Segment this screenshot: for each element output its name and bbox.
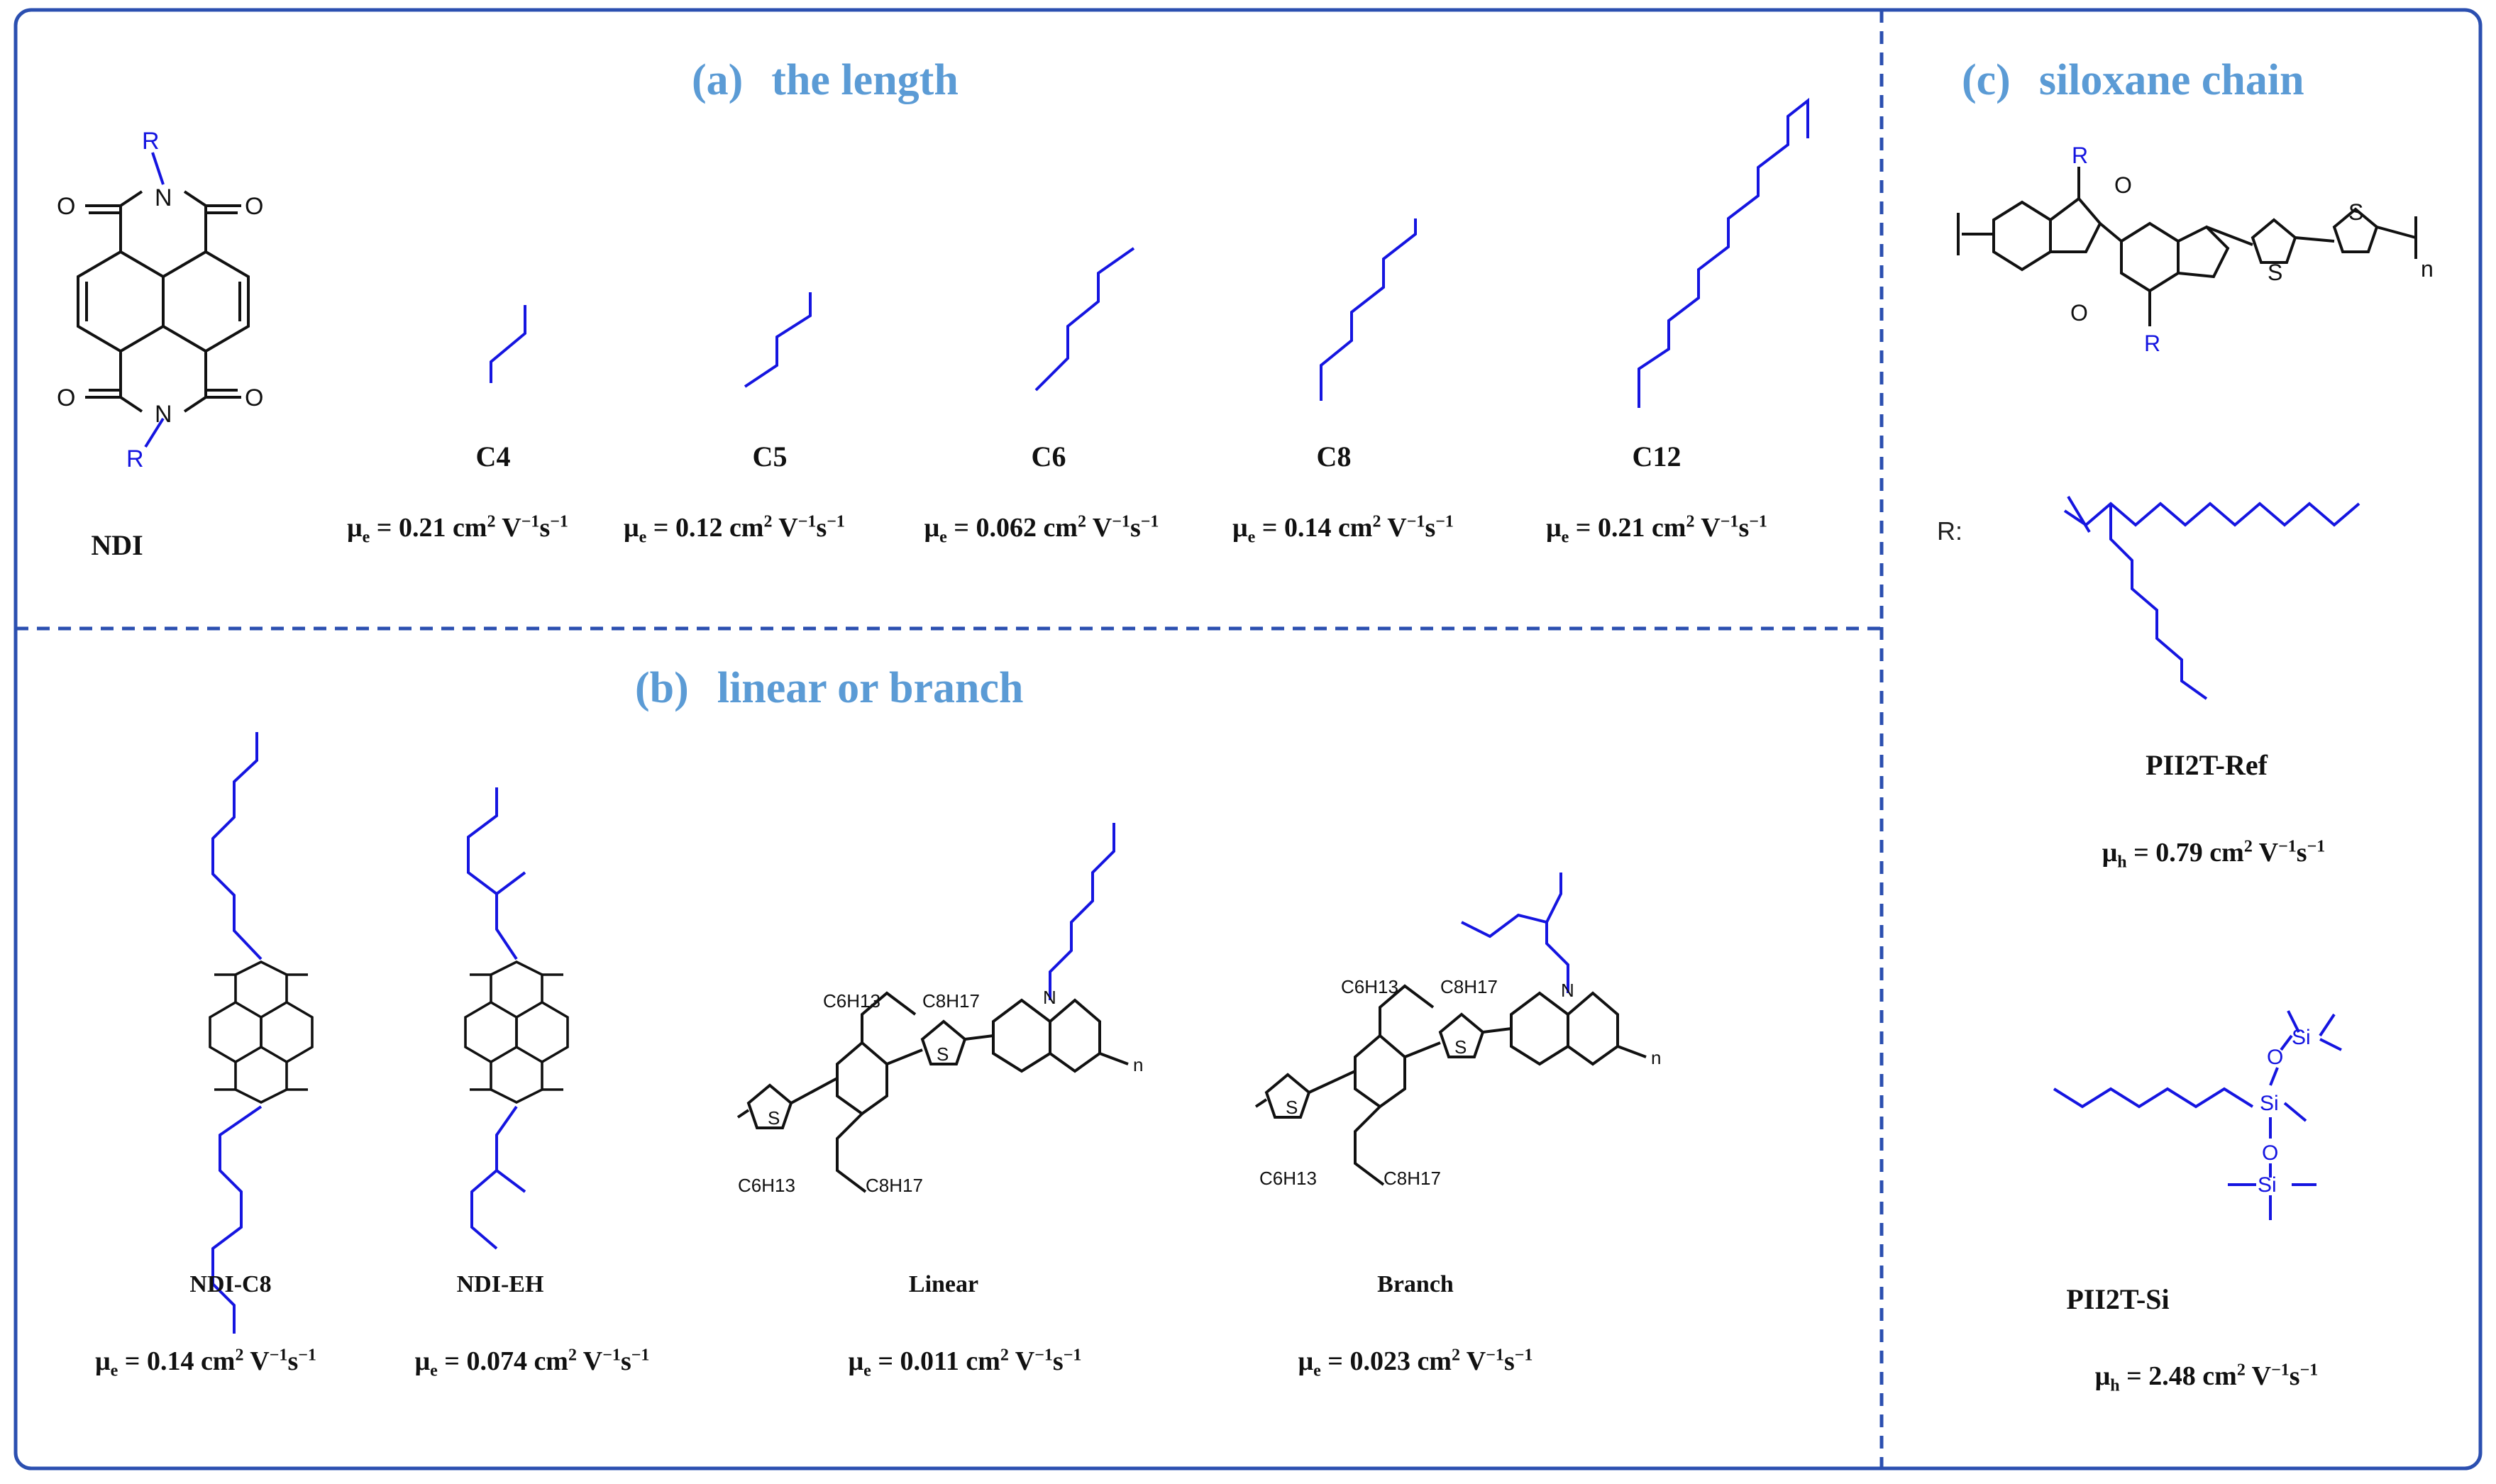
atom-o: O: [2070, 300, 2088, 326]
repeat-n: n: [1133, 1054, 1143, 1075]
chain-c5: [744, 292, 812, 388]
ndi-core-atoms: N O O N O O R R: [57, 128, 263, 472]
chain-c12: [1638, 97, 1809, 408]
bond-si-o-top: [2269, 1067, 2279, 1086]
chain-c4: [490, 305, 526, 383]
ndi-core-structure: [77, 152, 250, 448]
atom-n: N: [1561, 980, 1574, 1001]
substituent-c6h13: C6H13: [823, 990, 880, 1012]
atom-s: S: [2348, 199, 2363, 225]
atom-s: S: [768, 1107, 780, 1129]
chain-c12-label: C12: [1632, 441, 1682, 472]
repeat-n: n: [1651, 1047, 1661, 1068]
mobility-c5: μe = 0.12 cm2 V−1s−1: [624, 512, 845, 547]
atom-o: O: [245, 193, 263, 220]
panel-c-title: siloxane chain: [2038, 56, 2304, 104]
atom-r: R: [2072, 143, 2088, 168]
chain-ndi-c8-top: [211, 732, 263, 960]
repeat-n: n: [2421, 256, 2434, 282]
ndi-core-label: NDI: [91, 529, 143, 561]
chain-ndi-eh-top: [467, 787, 518, 960]
mobility-branch: μe = 0.023 cm2 V−1s−1: [1298, 1346, 1533, 1380]
chain-c5-label: C5: [752, 441, 788, 472]
chain-c6: [1034, 247, 1135, 392]
atom-si: Si: [2258, 1173, 2277, 1197]
atom-r: R: [2144, 331, 2160, 356]
panel-b-title: linear or branch: [717, 664, 1024, 712]
substituent-c6h13: C6H13: [1259, 1168, 1317, 1189]
chain-linear: [1049, 823, 1115, 1000]
substituent-c8h17: C8H17: [866, 1175, 923, 1196]
atom-si: Si: [2292, 1026, 2311, 1049]
branch-label: Branch: [1377, 1271, 1454, 1297]
substituent-c8h17: C8H17: [922, 990, 980, 1012]
outer-border: [13, 8, 2483, 1471]
mobility-c8: μe = 0.14 cm2 V−1s−1: [1232, 512, 1454, 547]
atom-r: R: [142, 128, 160, 155]
chain-ndi-c8-bottom: [211, 1105, 263, 1334]
chain-branch-arm: [1545, 873, 1562, 923]
linear-label: Linear: [908, 1271, 979, 1297]
pii2t-ref-label: PII2T-Ref: [2146, 749, 2268, 781]
chain-c4-label: C4: [475, 441, 511, 472]
atom-o: O: [2114, 172, 2132, 198]
chain-ndi-eh-bottom-branch: [495, 1169, 526, 1193]
mobility-linear: μe = 0.011 cm2 V−1s−1: [848, 1346, 1082, 1380]
atom-s: S: [937, 1043, 949, 1065]
mobility-c6: μe = 0.062 cm2 V−1s−1: [924, 512, 1159, 547]
substituent-c6h13: C6H13: [1341, 976, 1398, 997]
panel-b-heading: (b) linear or branch: [635, 663, 1024, 714]
panel-c-tag: (c): [1962, 56, 2011, 104]
ndi-c8-structure: [209, 960, 314, 1104]
substituent-c8h17: C8H17: [1384, 1168, 1441, 1189]
pii2t-si-label: PII2T-Si: [2066, 1283, 2170, 1315]
mobility-c12: μe = 0.21 cm2 V−1s−1: [1546, 512, 1767, 547]
atom-o: O: [57, 193, 75, 220]
bond-si-methyl: [2283, 1102, 2307, 1122]
chain-r-branched-arm: [2109, 504, 2208, 700]
panel-b-tag: (b): [635, 664, 689, 712]
chain-c8: [1320, 218, 1417, 401]
panel-a-title: the length: [771, 56, 959, 104]
bond-o-si-top: [2280, 1034, 2293, 1051]
atom-n: N: [1043, 987, 1056, 1008]
chain-c8-label: C8: [1316, 441, 1352, 472]
atom-n: N: [155, 184, 172, 211]
panel-a-heading: (a) the length: [692, 55, 959, 106]
substituent-c6h13: C6H13: [738, 1175, 795, 1196]
panel-a-tag: (a): [692, 56, 744, 104]
mobility-ndi-c8: μe = 0.14 cm2 V−1s−1: [95, 1346, 316, 1380]
chain-c6-label: C6: [1031, 441, 1066, 472]
atom-o: O: [57, 384, 75, 411]
mobility-c4: μe = 0.21 cm2 V−1s−1: [347, 512, 568, 547]
r-group-label: R:: [1937, 516, 1962, 546]
atom-o: O: [2262, 1141, 2278, 1165]
chain-siloxane-alkyl: [2053, 1087, 2254, 1109]
atom-s: S: [1286, 1097, 1298, 1118]
atom-n: N: [155, 401, 172, 428]
atom-si: Si: [2260, 1092, 2279, 1115]
pii2t-structure: [1957, 167, 2417, 326]
mobility-pii2t-si: μh = 2.48 cm2 V−1s−1: [2094, 1361, 2319, 1395]
atom-o: O: [2267, 1046, 2283, 1069]
linear-polymer-structure: [736, 991, 1129, 1193]
chain-ndi-eh-bottom: [470, 1105, 518, 1250]
chain-r-branched-main: [2063, 502, 2360, 527]
chain-ndi-eh-top-branch: [495, 871, 526, 895]
mobility-ndi-eh: μe = 0.074 cm2 V−1s−1: [414, 1346, 650, 1380]
ndi-c8-label: NDI-C8: [189, 1271, 272, 1297]
ndi-eh-structure: [464, 960, 569, 1104]
attachment-wavy: [2067, 495, 2091, 533]
atom-o: O: [245, 384, 263, 411]
atom-r: R: [126, 445, 144, 472]
panel-c-heading: (c) siloxane chain: [1962, 55, 2304, 106]
substituent-c8h17: C8H17: [1440, 976, 1498, 997]
branch-polymer-structure: [1254, 984, 1647, 1186]
atom-s: S: [1454, 1036, 1467, 1058]
atom-s: S: [2268, 260, 2282, 285]
ndi-eh-label: NDI-EH: [456, 1271, 544, 1297]
mobility-pii2t-ref: μh = 0.79 cm2 V−1s−1: [2102, 837, 2326, 872]
